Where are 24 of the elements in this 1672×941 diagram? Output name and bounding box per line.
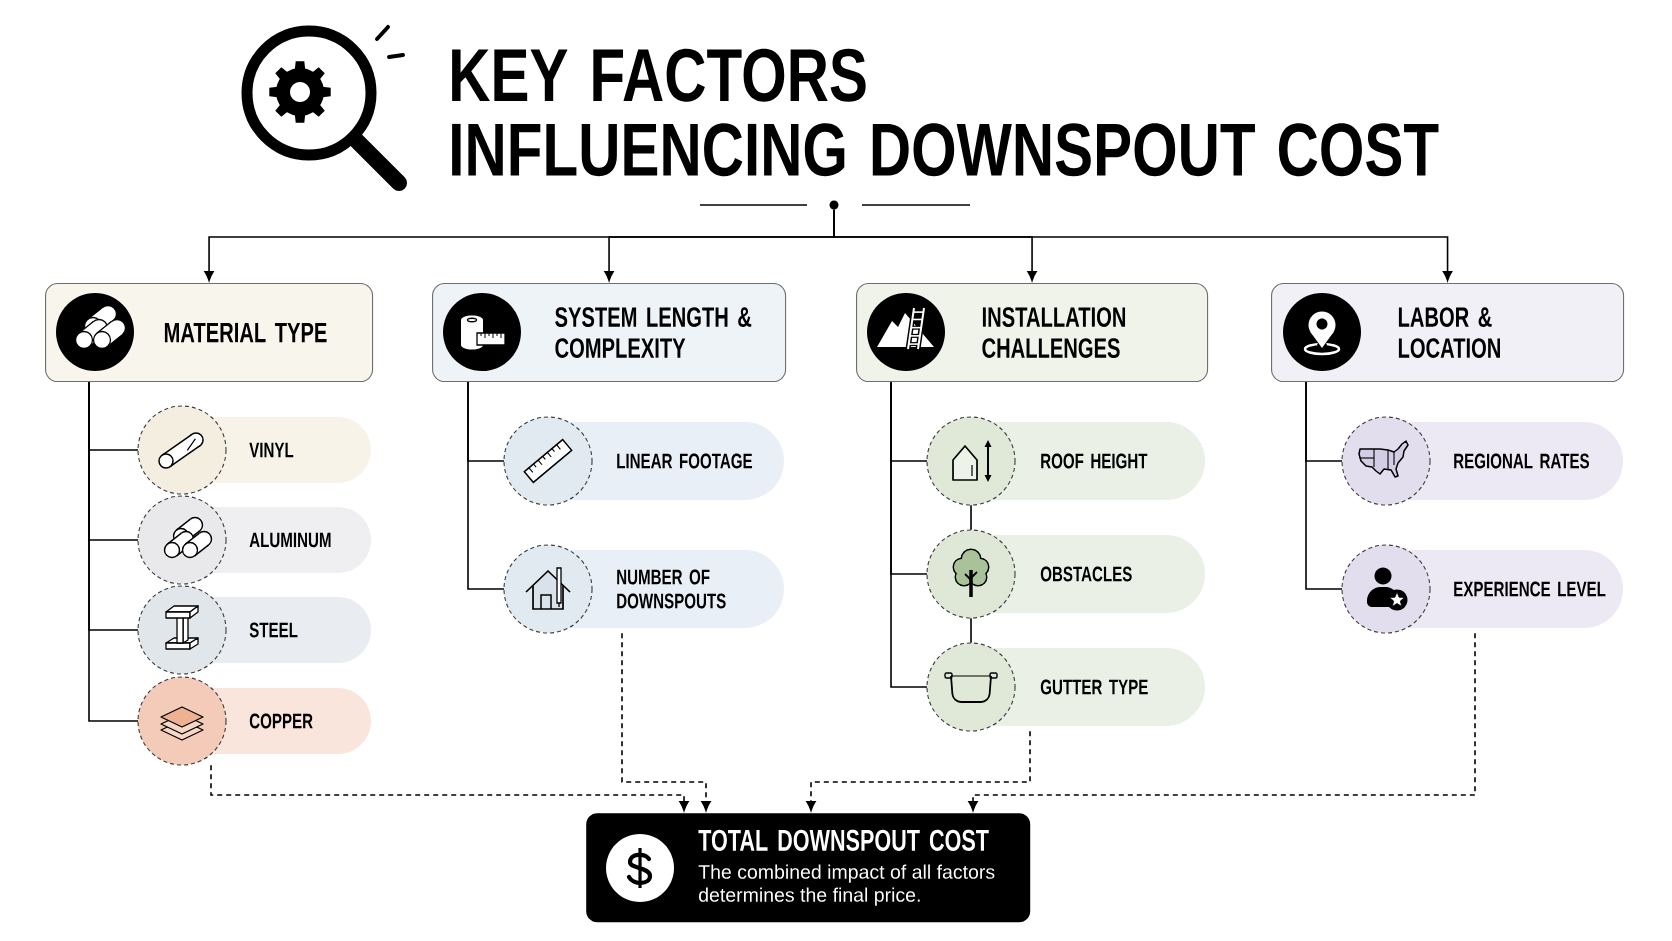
item-pill: NUMBER OF DOWNSPOUTS [566,550,784,628]
connector-line [1305,381,1343,590]
item-pill: ALUMINUM [209,507,371,573]
item-pill: EXPERIENCE LEVEL [1404,550,1623,628]
item-pill: REGIONAL RATES [1404,422,1623,500]
total-box: TOTAL DOWNSPOUT COST The combined impact of all factors determines the final price. [586,813,1031,923]
dashed-arrow [621,632,711,812]
connector-line [890,381,928,688]
title: KEY FACTORS INFLUENCING DOWNSPOUT COST [452,48,1439,177]
connector-line [88,381,139,722]
item-pill: STEEL [209,597,371,663]
connector-line [467,381,505,590]
item-pill: COPPER [209,688,371,754]
arrow [833,208,1453,282]
item-pill: LINEAR FOOTAGE [566,422,784,500]
connector-line [970,504,972,531]
connector-line [970,617,972,644]
item-pill: VINYL [209,417,371,483]
dashed-arrow [968,632,1476,812]
item-pill: GUTTER TYPE [989,648,1205,726]
item-pill: ROOF HEIGHT [989,422,1205,500]
dashed-arrow [806,730,1031,812]
dashed-arrow [210,764,689,812]
item-pill: OBSTACLES [989,535,1205,613]
